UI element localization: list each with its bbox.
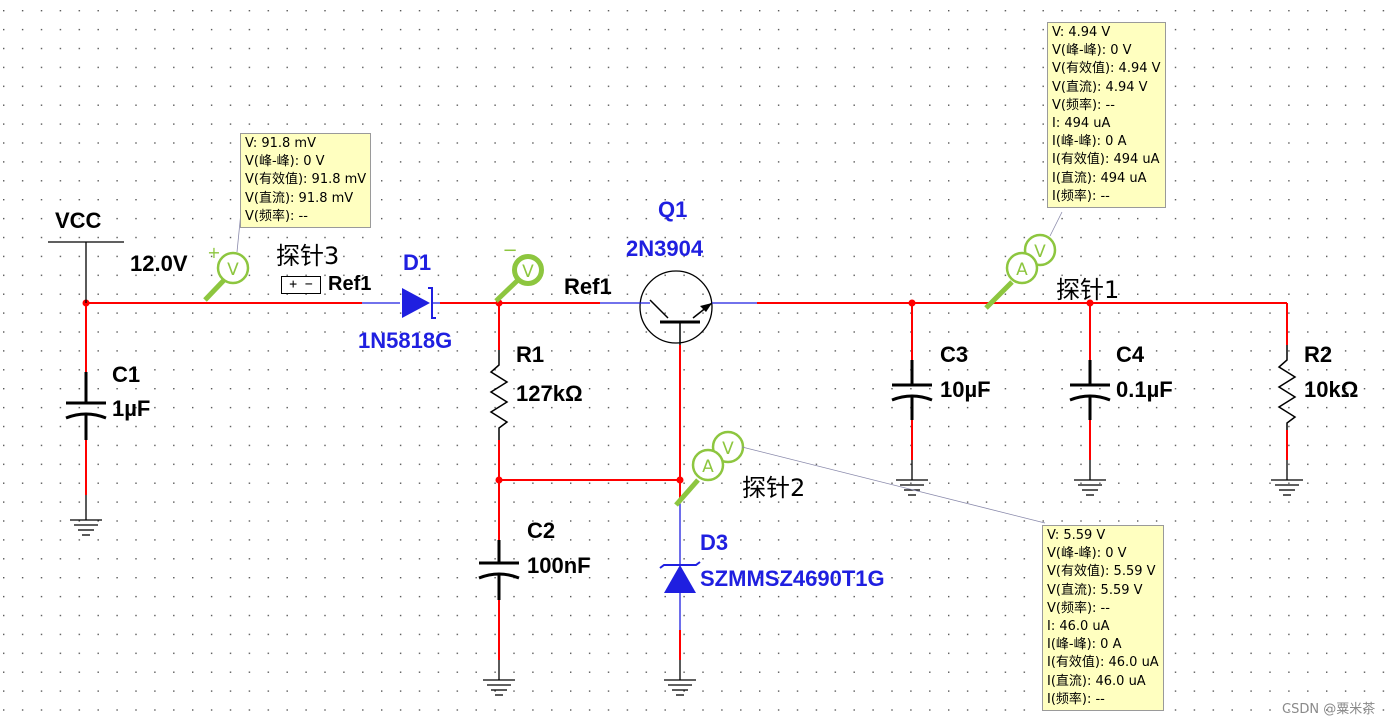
svg-text:A: A <box>702 457 714 477</box>
r2-label: R2 <box>1304 342 1333 367</box>
probe1-leader-line <box>1049 211 1063 237</box>
c3-label: C3 <box>940 342 969 367</box>
junctions <box>82 299 1094 484</box>
r2-value: 10kΩ <box>1304 377 1359 402</box>
svg-text:+: + <box>207 243 220 262</box>
d1-label: D1 <box>403 250 432 275</box>
probe1-line: V(峰-峰): 0 V <box>1052 43 1132 59</box>
probe1-line: I(频率): -- <box>1052 188 1110 204</box>
ground-r2 <box>1271 460 1303 496</box>
wires <box>85 302 1288 660</box>
r1-value: 127kΩ <box>516 381 583 406</box>
probe1-line: I: 494 uA <box>1052 115 1111 131</box>
probe2-line: I(峰-峰): 0 A <box>1047 637 1122 653</box>
capacitor-c2[interactable] <box>478 540 520 600</box>
probe3-line: V(直流): 91.8 mV <box>245 190 354 206</box>
probe1-line: V: 4.94 V <box>1052 25 1111 40</box>
ground-c2 <box>483 660 515 696</box>
probe2-name: 探针2 <box>742 474 806 502</box>
d3-model: SZMMSZ4690T1G <box>700 566 885 591</box>
ref1-net-label: Ref1 <box>564 274 612 299</box>
capacitor-c3[interactable] <box>891 360 933 420</box>
capacitor-c4[interactable] <box>1069 360 1111 420</box>
svg-text:A: A <box>1016 260 1028 280</box>
q1-label: Q1 <box>658 197 688 222</box>
probe2-line: I(频率): -- <box>1047 691 1105 707</box>
probe3-ref-label: Ref1 <box>328 273 372 295</box>
probe2-line: I(直流): 46.0 uA <box>1047 673 1146 689</box>
probe-ref1-voltmeter-icon[interactable]: V − <box>494 240 544 303</box>
probe3-name: 探针3 <box>276 242 340 270</box>
probe2-leader-line <box>741 446 1046 524</box>
probe2-line: V(频率): -- <box>1047 600 1110 616</box>
ground-d3 <box>664 660 696 696</box>
diode-d1[interactable] <box>362 287 440 319</box>
svg-text:V: V <box>227 260 239 280</box>
probe1-line: V(有效值): 4.94 V <box>1052 61 1161 77</box>
r1-label: R1 <box>516 342 545 367</box>
c1-value: 1µF <box>112 396 151 421</box>
ground-c1 <box>70 495 102 536</box>
vcc-value: 12.0V <box>130 251 188 276</box>
probe2-line: V(峰-峰): 0 V <box>1047 546 1127 562</box>
probe3-line: V: 91.8 mV <box>245 136 316 151</box>
probe2-line: V: 5.59 V <box>1047 528 1106 543</box>
c3-value: 10µF <box>940 377 991 402</box>
resistor-r1[interactable] <box>489 350 509 440</box>
d1-model: 1N5818G <box>358 328 453 353</box>
probe1-readout: V: 4.94 V V(峰-峰): 0 V V(有效值): 4.94 V V(直… <box>1047 22 1166 208</box>
c4-value: 0.1µF <box>1116 377 1173 402</box>
svg-text:−: − <box>502 240 517 261</box>
probe3-line: V(峰-峰): 0 V <box>245 154 325 170</box>
svg-text:V: V <box>522 262 534 282</box>
vcc-label: VCC <box>55 208 102 233</box>
q1-model: 2N3904 <box>626 236 704 261</box>
probe1-line: V(频率): -- <box>1052 97 1115 113</box>
svg-text:V: V <box>722 439 734 459</box>
ground-c4 <box>1074 460 1106 496</box>
resistor-r2[interactable] <box>1277 345 1297 430</box>
probe2-line: I: 46.0 uA <box>1047 618 1110 634</box>
watermark: CSDN @粟米茶 <box>1282 702 1376 717</box>
probe3-readout: V: 91.8 mV V(峰-峰): 0 V V(有效值): 91.8 mV V… <box>240 133 372 228</box>
probe1-line: V(直流): 4.94 V <box>1052 79 1148 95</box>
d3-label: D3 <box>700 530 729 555</box>
capacitor-c1[interactable] <box>65 372 107 440</box>
svg-text:V: V <box>1034 242 1046 262</box>
c4-label: C4 <box>1116 342 1145 367</box>
probe3-line: V(频率): -- <box>245 208 308 224</box>
probe2-line: V(直流): 5.59 V <box>1047 582 1143 598</box>
probe2-line: I(有效值): 46.0 uA <box>1047 655 1159 671</box>
probe1-line: I(峰-峰): 0 A <box>1052 134 1127 150</box>
vcc-source[interactable] <box>48 241 124 303</box>
probe2-line: V(有效值): 5.59 V <box>1047 564 1156 580</box>
c1-label: C1 <box>112 362 141 387</box>
c2-value: 100nF <box>527 553 591 578</box>
probe2-ammeter-voltmeter-icon[interactable]: V A <box>674 430 745 507</box>
probe3-line: V(有效值): 91.8 mV <box>245 172 367 188</box>
probe1-ammeter-voltmeter-icon[interactable]: V A <box>984 233 1057 310</box>
probe1-name: 探针1 <box>1056 276 1120 304</box>
probe3-reference-icon: + − <box>281 276 321 294</box>
zener-diode-d3[interactable] <box>659 500 701 630</box>
probe3-voltmeter-icon[interactable]: V + <box>203 243 250 302</box>
probe1-line: I(直流): 494 uA <box>1052 170 1147 186</box>
probe1-line: I(有效值): 494 uA <box>1052 152 1160 168</box>
c2-label: C2 <box>527 518 556 543</box>
transistor-q1[interactable] <box>600 270 757 345</box>
probe2-readout: V: 5.59 V V(峰-峰): 0 V V(有效值): 5.59 V V(直… <box>1042 525 1164 711</box>
